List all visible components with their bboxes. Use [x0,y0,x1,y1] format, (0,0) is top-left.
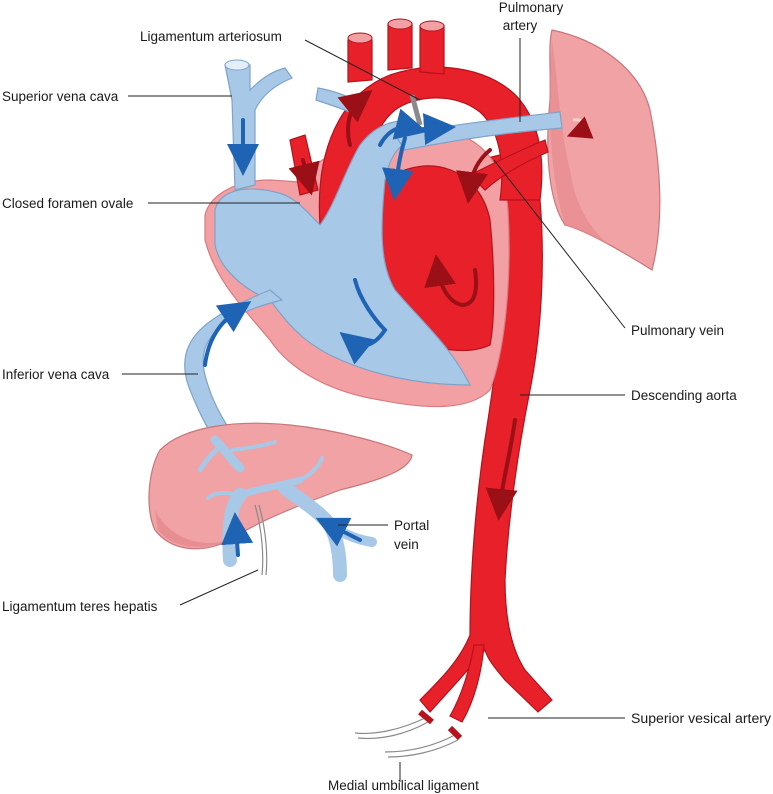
label-portal-vein-line2: vein [394,537,419,552]
label-pulmonary-vein: Pulmonary vein [631,323,724,338]
ligamentum-teres-remnant [254,504,268,576]
leader-lines [122,38,626,782]
label-portal-vein-line1: Portal [394,518,429,533]
label-superior-vesical-artery: Superior vesical artery [631,711,771,726]
label-pulmonary-artery-line2: artery [503,18,538,33]
label-ligamentum-arteriosum: Ligamentum arteriosum [140,29,282,44]
label-ligamentum-teres-hepatis: Ligamentum teres hepatis [2,599,158,614]
lung [547,29,661,271]
label-closed-foramen-ovale: Closed foramen ovale [2,196,133,211]
label-medial-umbilical-ligament: Medial umbilical ligament [328,778,479,793]
label-descending-aorta: Descending aorta [631,388,737,403]
label-inferior-vena-cava: Inferior vena cava [2,367,110,382]
label-pulmonary-artery-line1: Pulmonary [499,0,564,15]
blood-flow-arrows [203,89,594,557]
medial-umbilical-ligaments [354,709,463,758]
label-superior-vena-cava: Superior vena cava [2,89,119,104]
